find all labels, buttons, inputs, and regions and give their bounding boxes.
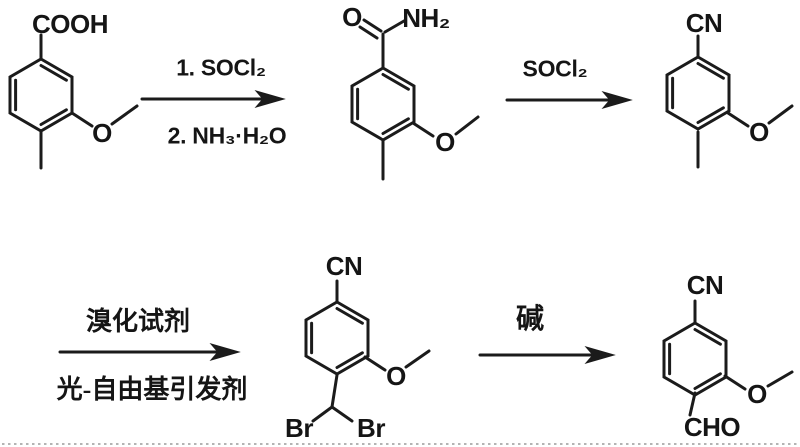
step1-reagent-line1: 1. SOCl₂	[176, 54, 266, 81]
methoxy-oxygen-label: O	[92, 118, 112, 148]
dibromomethyl-benzonitrile-structure	[304, 279, 431, 423]
benzene-ring	[304, 300, 370, 376]
benzonitrile-structure	[665, 34, 794, 169]
reaction-arrow-4	[478, 346, 616, 364]
arrowhead-icon	[254, 90, 286, 108]
methoxy-formyl-benzonitrile-structure	[662, 299, 794, 417]
methoxy-oxygen-label: O	[749, 117, 769, 147]
benzene-ring	[665, 55, 731, 131]
carbonyl-oxygen-label: O	[342, 2, 362, 32]
benzene-ring	[350, 66, 416, 142]
bromination-reagent-label: 溴化试剂	[85, 307, 191, 336]
radical-initiator-label: 光-自由基引发剂	[56, 375, 248, 404]
amide-nh2-label: NH₂	[402, 3, 450, 33]
bromine-left-label: Br	[285, 413, 313, 443]
nitrile-cn-label: CN	[685, 8, 723, 38]
aldehyde-cho-label: CHO	[683, 412, 741, 442]
methoxy-oxygen-label: O	[386, 361, 406, 391]
benzamide-structure	[350, 18, 480, 181]
base-label: 碱	[515, 304, 545, 335]
nitrile-cn-label: CN	[686, 270, 724, 300]
reaction-arrow-3	[58, 343, 241, 361]
arrowhead-icon	[601, 91, 633, 109]
step1-reagent-line2: 2. NH₃·H₂O	[167, 122, 287, 149]
benzoic-acid-structure	[8, 33, 139, 170]
benzene-ring	[662, 321, 728, 397]
bromine-right-label: Br	[357, 413, 385, 443]
methoxy-oxygen-label: O	[435, 127, 455, 157]
reaction-arrow-1	[140, 90, 286, 108]
nitrile-cn-label: CN	[325, 251, 363, 281]
benzene-ring	[8, 57, 74, 133]
arrowhead-icon	[584, 346, 616, 364]
methoxy-oxygen-label: O	[747, 379, 767, 409]
step2-reagent-line1: SOCl₂	[522, 55, 588, 82]
reaction-arrow-2	[505, 91, 633, 109]
cooh-label: COOH	[32, 9, 109, 39]
arrowhead-icon	[209, 343, 241, 361]
